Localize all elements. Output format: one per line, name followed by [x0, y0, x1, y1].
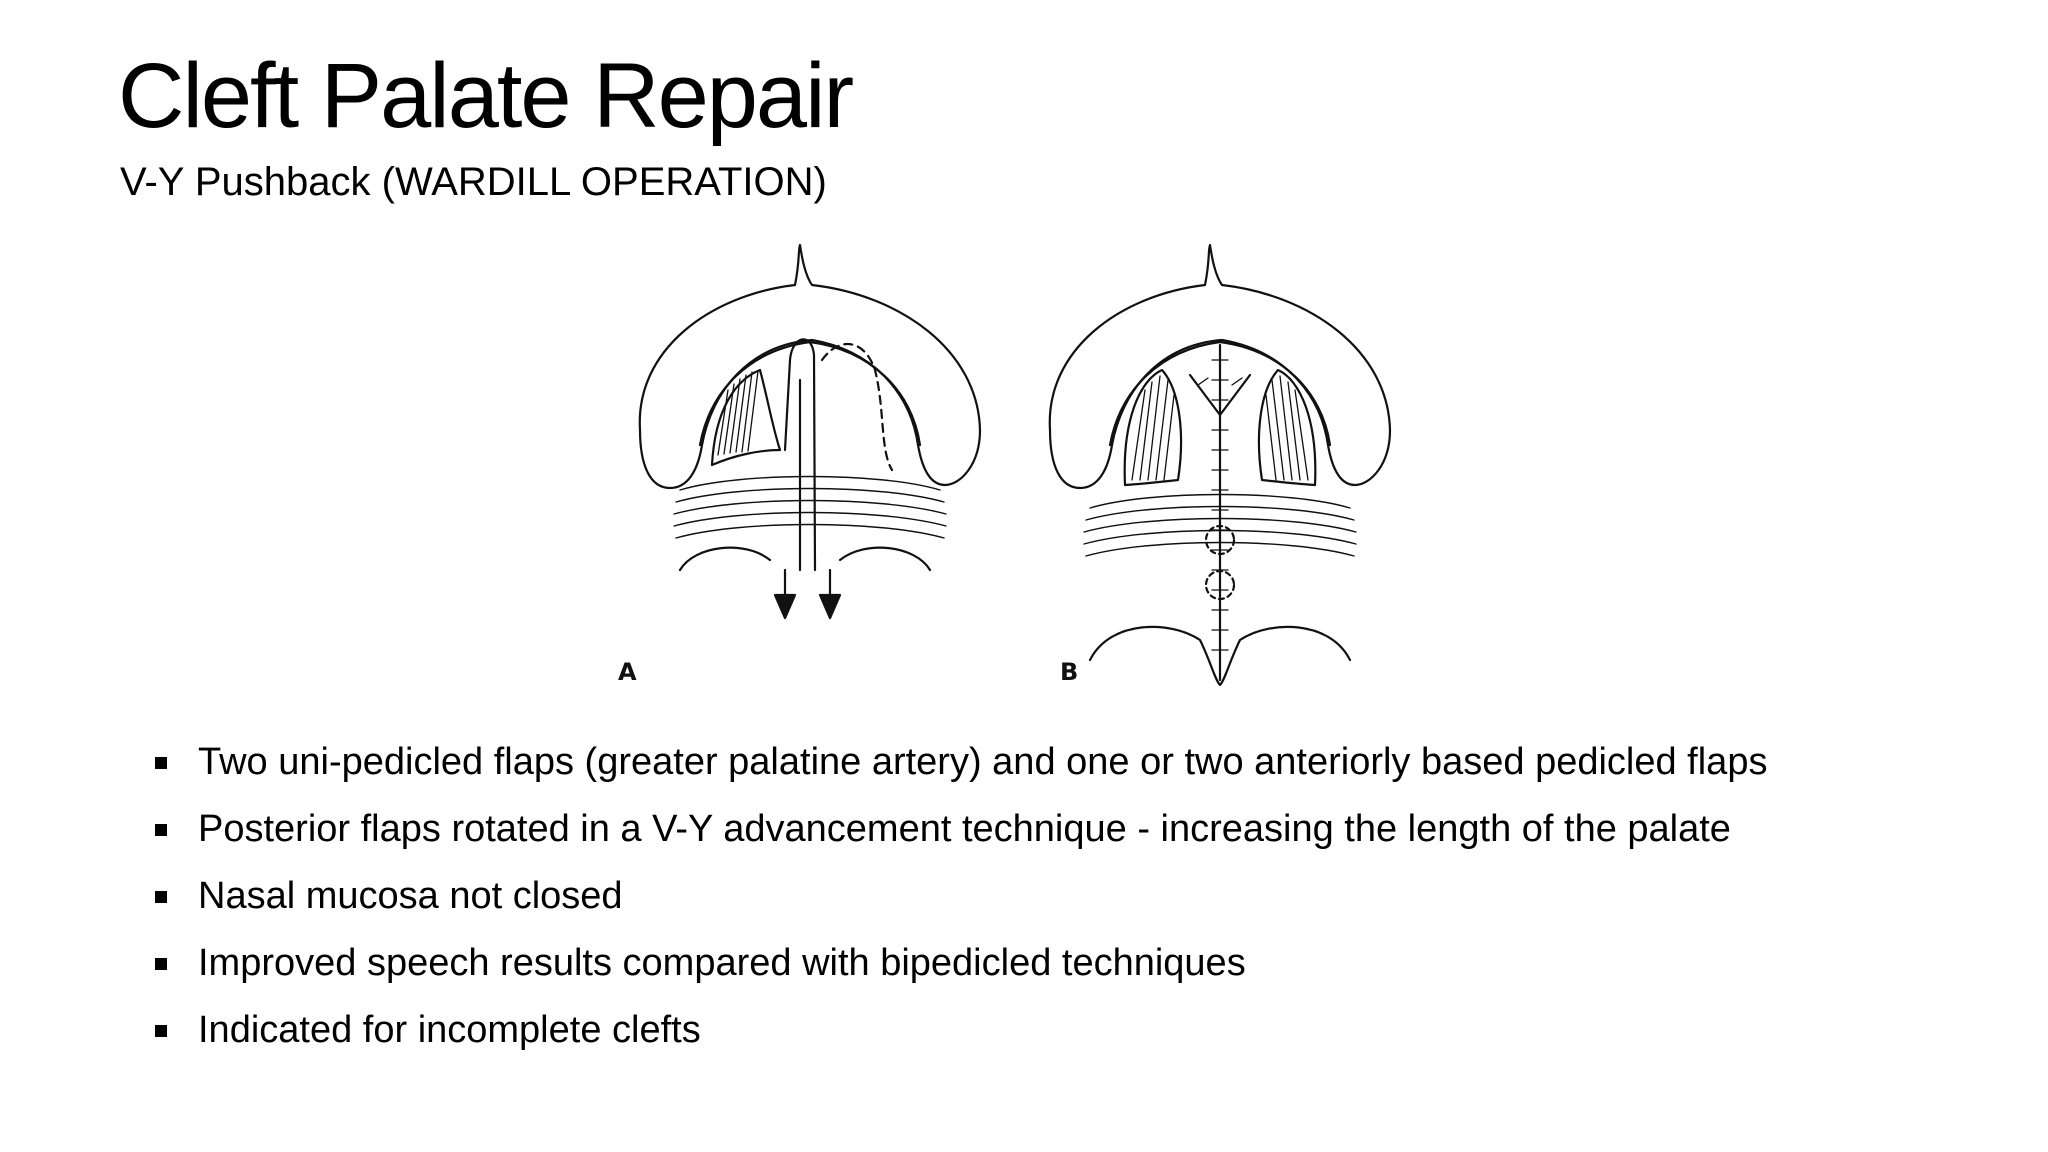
bullet-text: Improved speech results compared with bi…: [198, 942, 1246, 984]
right-flap-b: [1257, 368, 1317, 487]
square-bullet-icon: [155, 958, 167, 970]
square-bullet-icon: [155, 757, 167, 769]
bullet-text: Posterior flaps rotated in a V-Y advance…: [198, 808, 1731, 850]
square-bullet-icon: [155, 1025, 167, 1037]
bullet-item: Posterior flaps rotated in a V-Y advance…: [150, 807, 1767, 874]
bullet-item: Indicated for incomplete clefts: [150, 1008, 1767, 1075]
square-bullet-icon: [155, 824, 167, 836]
bullet-item: Two uni-pedicled flaps (greater palatine…: [150, 740, 1767, 807]
bullet-list: Two uni-pedicled flaps (greater palatine…: [150, 740, 1767, 1075]
bullet-item: Nasal mucosa not closed: [150, 874, 1767, 941]
left-flap-b: [1123, 368, 1183, 487]
panel-a-drawing: [638, 243, 982, 620]
panel-b-label: B: [1060, 658, 1078, 686]
panel-a-label: A: [618, 658, 637, 686]
bullet-item: Improved speech results compared with bi…: [150, 941, 1767, 1008]
bullet-text: Indicated for incomplete clefts: [198, 1009, 701, 1051]
bullet-text: Two uni-pedicled flaps (greater palatine…: [198, 741, 1768, 783]
slide-subtitle: V-Y Pushback (WARDILL OPERATION): [120, 160, 827, 204]
palate-diagram-svg: A B: [618, 243, 1392, 687]
palate-repair-illustration: A B: [600, 240, 1480, 710]
slide-title: Cleft Palate Repair: [118, 45, 854, 147]
bullet-text: Nasal mucosa not closed: [198, 875, 623, 917]
y-suture-line: [1188, 343, 1252, 682]
panel-b-drawing: [1048, 243, 1392, 687]
square-bullet-icon: [155, 891, 167, 903]
